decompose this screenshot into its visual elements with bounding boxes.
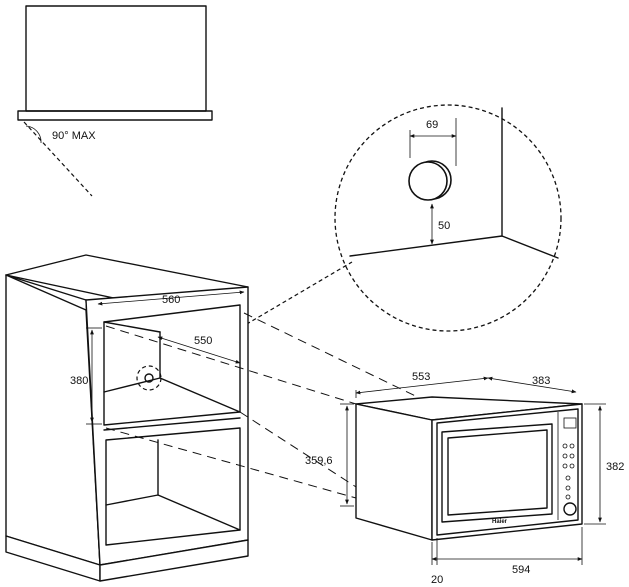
oven-window-outer [441,423,553,523]
dim-560-label: 560 [162,294,180,306]
cabinet-left-side [5,274,101,566]
upper-niche-side-floor [159,377,241,413]
angle-arc [25,125,42,144]
angle-label: 90° MAX [52,130,96,142]
control-button [562,463,568,469]
control-button [562,443,568,449]
dim-553-line [355,376,489,395]
control-button [569,453,575,459]
dim-594-label: 594 [512,564,530,576]
socket-highlight [136,365,162,391]
control-button [565,475,571,481]
insertion-guides [105,312,433,537]
detail-corner-line [501,235,559,259]
shelf-line [103,417,241,431]
oven-window [447,429,548,516]
dim-50-label: 50 [438,220,450,232]
tall-cabinet: 560 550 380 [5,254,249,582]
oven-side [355,403,433,541]
dim-550-label: 550 [194,335,212,347]
cabinet-left-top-edge [5,274,87,301]
detail-floor-line [349,235,503,257]
wall-unit [25,5,207,112]
dim-380-label: 380 [70,375,88,387]
control-button [565,494,571,500]
dim-382-label: 382 [606,461,624,473]
dim-550-line [157,336,241,364]
detail-circle [334,104,562,332]
brand-logo: Haier [492,519,508,525]
guide-1 [243,312,433,405]
control-button [562,453,568,459]
control-button [569,463,575,469]
open-angle-line [23,121,93,197]
plinth-front [99,539,249,582]
control-button [569,443,575,449]
wall-unit-panel [17,110,213,121]
lower-niche-back-floor [105,494,159,506]
dim-553-label: 553 [412,371,430,383]
microwave-oven: Haier 553 383 359,6 382 594 20 [305,371,624,586]
lower-niche-side-floor [157,494,241,531]
socket-knob [408,161,448,201]
hinge-sketch: 90° MAX [17,5,213,197]
dim-20-label: 20 [431,574,443,586]
dim-383-line [487,376,577,394]
upper-niche-back-top [103,321,161,333]
socket-marker [144,373,154,383]
guide-2 [105,325,357,405]
display-screen [563,417,577,429]
guide-4 [105,427,357,499]
dim-560-line [97,290,245,306]
dim-3596-label: 359,6 [305,455,333,467]
upper-niche-back-floor [103,377,161,393]
dim-69-label: 69 [426,119,438,131]
control-dial [563,502,577,516]
dim-383-label: 383 [532,375,550,387]
control-buttons [562,443,575,500]
control-button [565,485,571,491]
magnified-detail: 69 50 [334,104,562,332]
guide-3 [239,411,433,537]
